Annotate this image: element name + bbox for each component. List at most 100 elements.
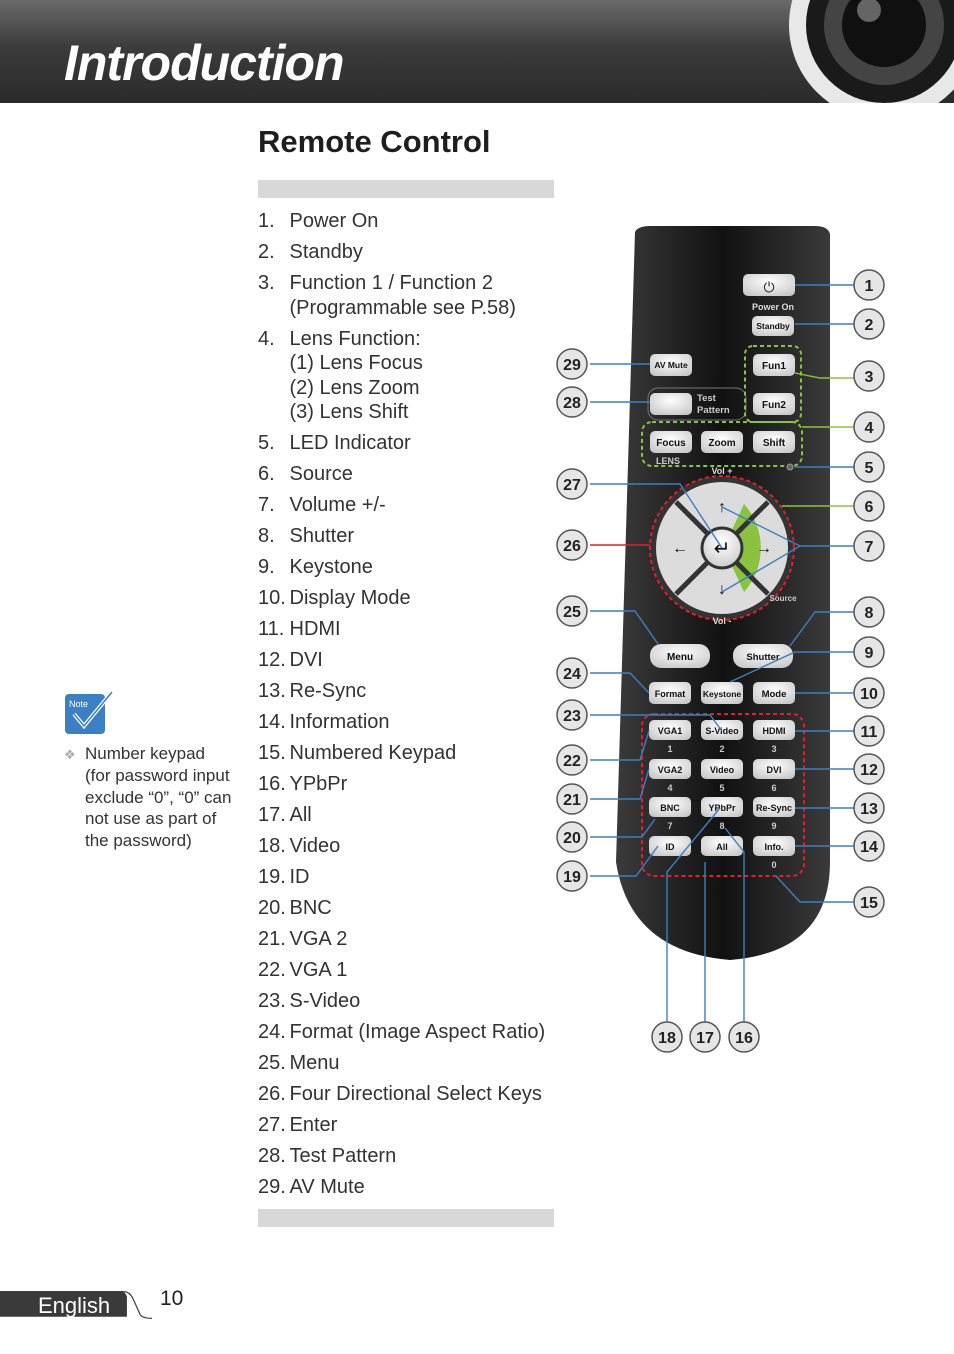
shift-label: Shift xyxy=(763,438,786,449)
callout-circle xyxy=(853,530,885,562)
callout-number: 26 xyxy=(563,538,581,555)
standby-button[interactable] xyxy=(752,316,794,336)
fun1-button[interactable] xyxy=(753,354,795,376)
callout-circle xyxy=(853,792,885,824)
page-number: 10 xyxy=(160,1287,184,1310)
legend-item-label: AV Mute xyxy=(289,1176,365,1198)
footer-language: English xyxy=(38,1293,111,1318)
callout-circle xyxy=(853,715,885,747)
format-button[interactable] xyxy=(649,682,691,704)
fun1-label: Fun1 xyxy=(762,361,786,372)
legend-item-label: Lens Function: (1) Lens Focus (2) Lens Z… xyxy=(289,327,423,424)
divider-bar-bottom xyxy=(258,1209,554,1227)
keypad-button[interactable] xyxy=(753,797,795,817)
legend-item: 27.Enter xyxy=(258,1113,568,1138)
bullet-diamond-icon: ❖ xyxy=(64,747,76,762)
keypad-button-label: DVI xyxy=(766,765,781,775)
arrow-right-icon[interactable]: → xyxy=(756,540,772,557)
test-pattern-button[interactable] xyxy=(650,393,692,415)
legend-item: 12.DVI xyxy=(258,648,568,673)
legend-item: 5.LED Indicator xyxy=(258,431,568,456)
callout-number: 7 xyxy=(865,539,874,556)
legend-item-number: 19. xyxy=(258,866,286,888)
keypad-button[interactable] xyxy=(753,759,795,779)
legend-item-number: 6. xyxy=(258,463,275,485)
legend-item-number: 4. xyxy=(258,327,275,350)
callout-number: 27 xyxy=(563,477,581,494)
arrow-left-icon[interactable]: ← xyxy=(672,540,688,557)
callout-circle xyxy=(853,753,885,785)
legend-item-label: LED Indicator xyxy=(289,432,411,454)
keypad-button[interactable] xyxy=(753,836,795,856)
keypad-button[interactable] xyxy=(649,836,691,856)
callout-number: 24 xyxy=(563,666,581,683)
note-icon: Note xyxy=(64,690,114,743)
legend-item-number: 21. xyxy=(258,928,286,950)
keystone-button[interactable] xyxy=(701,682,743,704)
divider-bar-top xyxy=(258,180,554,198)
legend-item-number: 2. xyxy=(258,241,275,263)
shutter-button[interactable] xyxy=(733,644,793,668)
legend-item-number: 1. xyxy=(258,210,275,232)
source-label: Source xyxy=(769,594,797,603)
legend-item: 7.Volume +/- xyxy=(258,493,568,518)
legend-item-label: Power On xyxy=(289,210,379,232)
legend-item-label: Display Mode xyxy=(289,587,411,609)
lens-graphic-icon xyxy=(789,0,954,103)
legend-item: 20.BNC xyxy=(258,896,568,921)
chapter-title: Introduction xyxy=(64,35,345,91)
callout-circle xyxy=(853,269,885,301)
legend-item-number: 13. xyxy=(258,680,286,702)
keypad-button[interactable] xyxy=(701,797,743,817)
power-button[interactable] xyxy=(743,274,795,296)
legend-item-number: 8. xyxy=(258,525,275,547)
mode-button[interactable] xyxy=(753,682,795,704)
legend-item: 28.Test Pattern xyxy=(258,1144,568,1169)
keypad-button[interactable] xyxy=(701,759,743,779)
legend-item: 26.Four Directional Select Keys xyxy=(258,1082,568,1107)
legend-item: 13.Re-Sync xyxy=(258,679,568,704)
legend-item-number: 27. xyxy=(258,1114,286,1136)
callout-circle xyxy=(853,677,885,709)
callout-circle xyxy=(651,1021,683,1053)
source-key-highlight[interactable] xyxy=(730,504,761,592)
callout-circle xyxy=(556,595,588,627)
keypad-button[interactable] xyxy=(753,720,795,740)
keypad-button[interactable] xyxy=(701,836,743,856)
callout-number: 5 xyxy=(865,460,874,477)
av-mute-label: AV Mute xyxy=(654,360,688,370)
callout-number: 4 xyxy=(865,420,874,437)
fun2-button[interactable] xyxy=(753,393,795,415)
keypad-button[interactable] xyxy=(649,759,691,779)
callout-circle xyxy=(556,744,588,776)
zoom-button[interactable] xyxy=(701,431,743,453)
keypad-button[interactable] xyxy=(649,720,691,740)
legend-item: 19.ID xyxy=(258,865,568,890)
legend-item-number: 25. xyxy=(258,1052,286,1074)
menu-button[interactable] xyxy=(650,644,710,668)
legend-item-number: 17. xyxy=(258,804,286,826)
callout-number: 21 xyxy=(563,792,581,809)
legend-item-number: 10. xyxy=(258,587,286,609)
shutter-label: Shutter xyxy=(746,652,780,663)
av-mute-button[interactable] xyxy=(650,354,692,376)
note-text: Number keypad (for password input exclud… xyxy=(85,744,232,851)
legend-item: 4. Lens Function: (1) Lens Focus (2) Lens… xyxy=(258,327,568,425)
legend-item-label: Four Directional Select Keys xyxy=(289,1083,542,1105)
format-label: Format xyxy=(655,689,686,699)
callout-circle xyxy=(853,451,885,483)
shift-button[interactable] xyxy=(753,431,795,453)
keypad-button[interactable] xyxy=(649,797,691,817)
legend-item-label: Keystone xyxy=(289,556,373,578)
callout-circle xyxy=(556,699,588,731)
legend-item-label: Source xyxy=(289,463,353,485)
keystone-label: Keystone xyxy=(703,689,742,699)
arrow-down-icon[interactable]: ↓ xyxy=(718,581,726,598)
callout-circle xyxy=(556,783,588,815)
legend-item: 1. Power On xyxy=(258,209,568,234)
legend-item-label: Numbered Keypad xyxy=(289,742,457,764)
remote-control-diagram: ⏻ Power On Standby AV Mute Fun1 Fun2 Tes… xyxy=(556,226,885,1053)
legend-item-number: 9. xyxy=(258,556,275,578)
focus-button[interactable] xyxy=(650,431,692,453)
